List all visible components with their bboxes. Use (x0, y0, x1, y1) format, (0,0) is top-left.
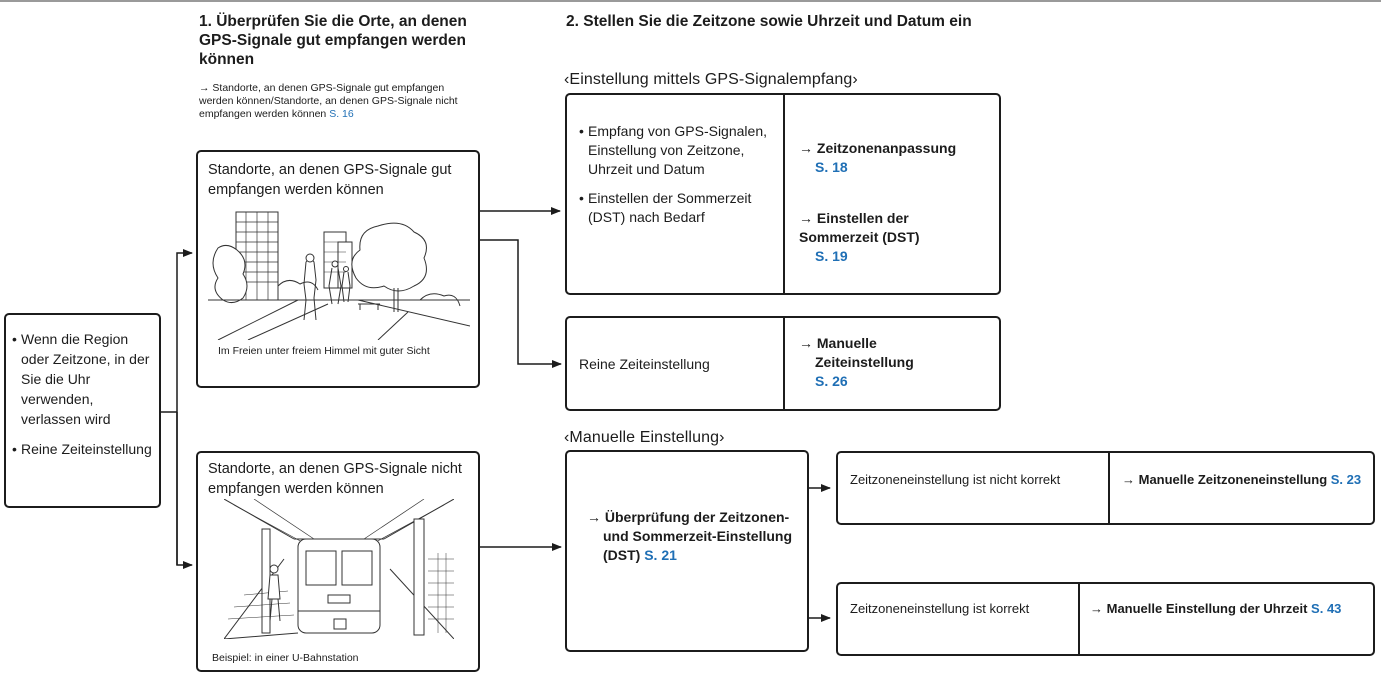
gps-item-dst: Einstellen der Sommerzeit (DST) nach Bed… (579, 189, 777, 227)
tz-wrong-box: Zeitzoneneinstellung ist nicht korrekt →… (836, 451, 1375, 525)
gps-setting-box: Empfang von GPS-Signalen, Einstellung vo… (565, 93, 1001, 295)
step1-note-ref[interactable]: S. 16 (329, 108, 354, 120)
step1-note-text: → Standorte, an denen GPS-Signale gut em… (199, 82, 458, 120)
step1-note: → Standorte, an denen GPS-Signale gut em… (199, 82, 479, 121)
manual-section-label: ‹Manuelle Einstellung› (564, 429, 725, 446)
manual-check-box: → Überprüfung der Zeitzonen- und Sommerz… (565, 450, 809, 652)
time-only-divider (783, 318, 785, 409)
connector-start-to-bad (176, 412, 193, 569)
tz-ok-box: Zeitzoneneinstellung ist korrekt → Manue… (836, 582, 1375, 656)
tz-ok-divider (1078, 584, 1080, 654)
tz-wrong-left: Zeitzoneneinstellung ist nicht korrekt (850, 472, 1061, 487)
gps-right-2-text: → Einstellen der Sommerzeit (DST) (799, 210, 920, 245)
gps-right-2: → Einstellen der Sommerzeit (DST) S. 19 (799, 209, 989, 266)
manual-check-label: → Überprüfung der Zeitzonen- und Sommerz… (587, 509, 793, 563)
gps-right-1-text: → Zeitzonenanpassung (799, 140, 957, 156)
start-item-time-only: Reine Zeiteinstellung (12, 439, 152, 459)
tz-wrong-divider (1108, 453, 1110, 523)
step2-title: 2. Stellen Sie die Zeitzone sowie Uhrzei… (566, 13, 972, 30)
gps-right-2-ref[interactable]: S. 19 (815, 248, 848, 264)
tz-ok-right-ref[interactable]: S. 43 (1311, 601, 1342, 616)
gps-item-receive: Empfang von GPS-Signalen, Einstellung vo… (579, 122, 777, 179)
time-only-right: → Manuelle Zeiteinstellung S. 26 (799, 334, 979, 391)
tz-ok-left: Zeitzoneneinstellung ist korrekt (850, 601, 1030, 616)
bad-reception-caption: Beispiel: in einer U-Bahnstation (212, 652, 359, 664)
tz-wrong-right-ref[interactable]: S. 23 (1330, 472, 1362, 487)
gps-right-1-ref[interactable]: S. 18 (815, 159, 848, 175)
manual-check-ref[interactable]: S. 21 (644, 547, 677, 563)
start-box-list: Wenn die Region oder Zeitzone, in der Si… (12, 329, 152, 459)
start-item-region: Wenn die Region oder Zeitzone, in der Si… (12, 329, 152, 429)
tz-ok-right: → Manuelle Einstellung der Uhrzeit S. 43 (1090, 600, 1381, 617)
time-only-right-ref[interactable]: S. 26 (815, 373, 848, 389)
outdoor-city-park-illustration (208, 211, 470, 340)
tz-wrong-right-text: → Manuelle Zeitzoneneinstellung (1122, 472, 1328, 487)
time-only-box: Reine Zeiteinstellung → Manuelle Zeitein… (565, 316, 1001, 411)
gps-right-1: → Zeitzonenanpassung S. 18 (799, 139, 989, 177)
top-rule (0, 0, 1381, 2)
subway-station-illustration (224, 499, 454, 639)
tz-wrong-right: → Manuelle Zeitzoneneinstellung S. 23 (1122, 471, 1381, 488)
manual-check-text: → Überprüfung der Zeitzonen- und Sommerz… (587, 508, 813, 565)
step1-title: 1. Überprüfen Sie die Orte, an denen GPS… (199, 13, 467, 68)
start-box: Wenn die Region oder Zeitzone, in der Si… (4, 313, 161, 508)
good-reception-box: Standorte, an denen GPS-Signale gut empf… (196, 150, 480, 388)
time-only-right-text: → Manuelle Zeiteinstellung (799, 335, 914, 370)
gps-section-label: ‹Einstellung mittels GPS-Signalempfang› (564, 71, 858, 88)
tz-ok-right-text: → Manuelle Einstellung der Uhrzeit (1090, 601, 1308, 616)
connector-start-to-good (176, 249, 193, 565)
gps-box-divider (783, 95, 785, 293)
gps-left-list: Empfang von GPS-Signalen, Einstellung vo… (579, 122, 777, 227)
connector-good-to-time-only (480, 239, 562, 368)
time-only-left: Reine Zeiteinstellung (579, 356, 710, 372)
bad-reception-title: Standorte, an denen GPS-Signale nicht em… (208, 461, 462, 497)
good-reception-caption: Im Freien unter freiem Himmel mit guter … (218, 345, 430, 357)
good-reception-title: Standorte, an denen GPS-Signale gut empf… (208, 162, 452, 198)
bad-reception-box: Standorte, an denen GPS-Signale nicht em… (196, 451, 480, 672)
